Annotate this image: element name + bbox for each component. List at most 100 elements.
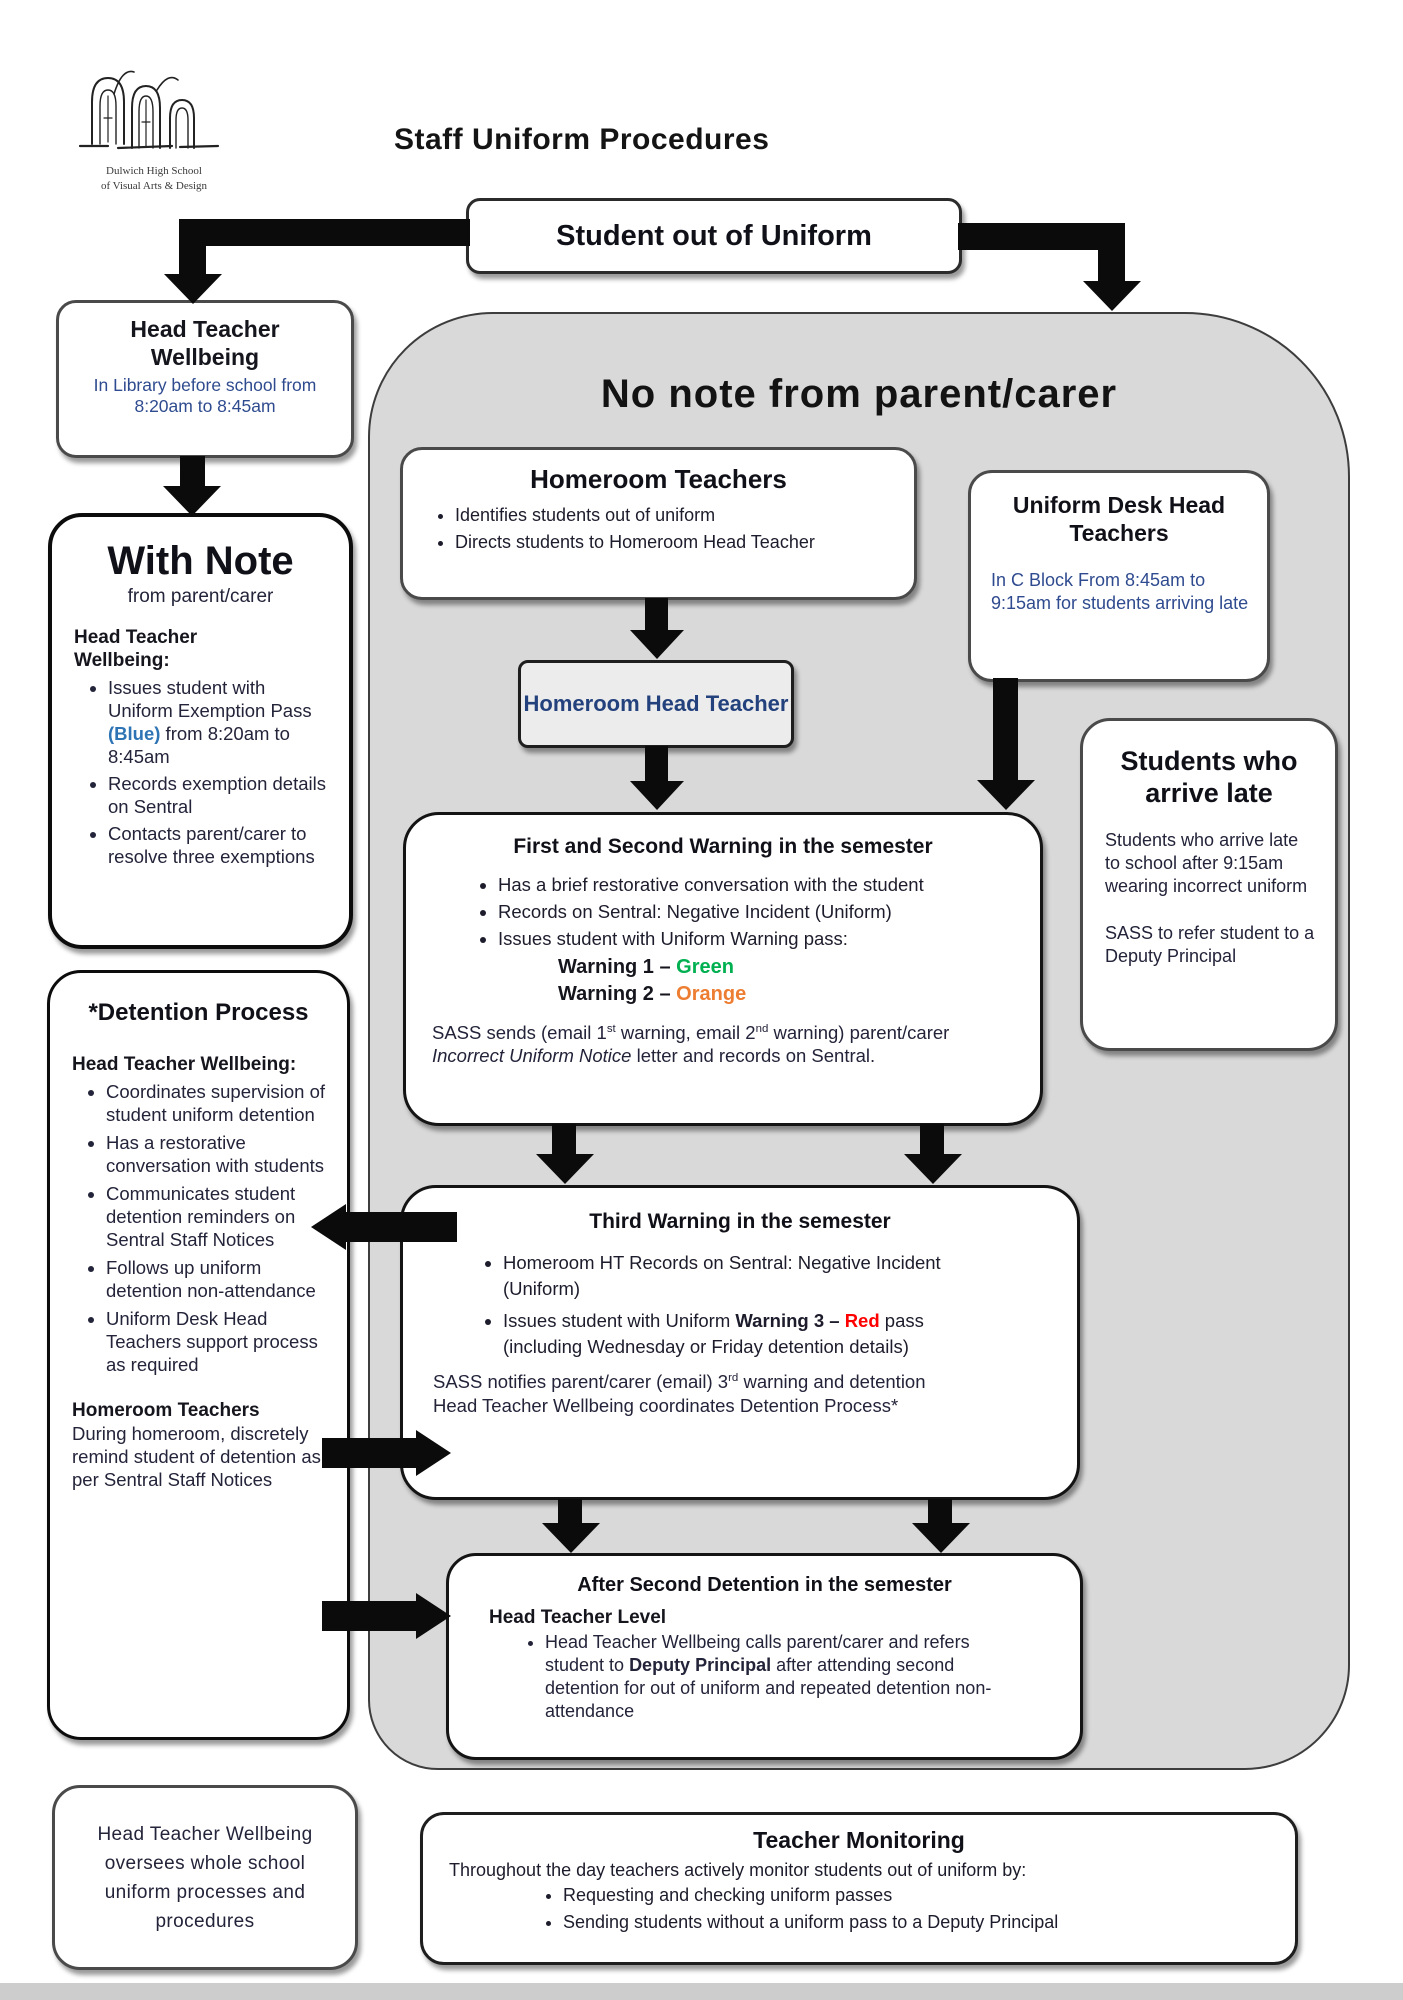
blue-pass-word: (Blue)	[108, 723, 161, 744]
arrow-uniform-desk-down	[993, 678, 1018, 782]
school-logo: Dulwich High School of Visual Arts & Des…	[74, 66, 234, 193]
arrowhead-third-to-detention	[311, 1204, 346, 1250]
after-second-detention-bullet: Head Teacher Wellbeing calls parent/care…	[545, 1631, 1025, 1723]
arrow-student-to-htw-vertical	[179, 219, 206, 276]
head-teacher-wellbeing-detail: In Library before school from 8:20am to …	[93, 375, 317, 416]
first-second-warning-title: First and Second Warning in the semester	[513, 835, 933, 858]
teacher-monitoring-title: Teacher Monitoring	[753, 1827, 965, 1853]
school-logo-caption-line1: Dulwich High School	[106, 165, 202, 177]
arrowhead-hrt-to-hht	[630, 630, 684, 659]
third-warning-footer-line1: SASS notifies parent/carer (email) 3rd w…	[433, 1371, 926, 1393]
detention-homeroom-teachers-detail: During homeroom, discretely remind stude…	[72, 1423, 321, 1490]
uniform-desk-title: Uniform Desk Head Teachers	[1012, 492, 1226, 546]
with-note-bullet-list: Issues student with Uniform Exemption Pa…	[108, 676, 333, 868]
third-warning-footer: SASS notifies parent/carer (email) 3rd w…	[433, 1366, 1047, 1418]
arrow-fs-to-third-left	[552, 1124, 576, 1156]
teacher-monitoring-intro: Throughout the day teachers actively mon…	[449, 1860, 1027, 1880]
third-warning-footer-line2: Head Teacher Wellbeing coordinates Deten…	[433, 1395, 899, 1417]
arrow-third-to-after-left	[558, 1499, 582, 1525]
arrowhead-fs-to-third-left	[536, 1154, 594, 1184]
arrow-student-to-no-note-vertical	[1098, 223, 1125, 283]
head-teacher-wellbeing-title: Head Teacher Wellbeing	[130, 316, 280, 370]
teacher-monitoring-bullet-2: Sending students without a uniform pass …	[563, 1910, 1295, 1934]
school-logo-caption-line2: of Visual Arts & Design	[100, 180, 208, 192]
with-note-bullet-2: Records exemption details on Sentral	[108, 772, 333, 818]
page-title: Staff Uniform Procedures	[394, 123, 770, 156]
arrow-fs-to-third-right	[920, 1124, 944, 1156]
arrowhead-third-to-after-left	[542, 1523, 600, 1553]
arrow-detention-to-third	[322, 1438, 416, 1468]
uniform-desk-detail: In C Block From 8:45am to 9:15am for stu…	[991, 570, 1249, 613]
third-warning-bullet-list: Homeroom HT Records on Sentral: Negative…	[503, 1250, 963, 1360]
students-arrive-late-node: Students who arrive late Students who ar…	[1080, 718, 1338, 1051]
oversight-node: Head Teacher Wellbeing oversees whole sc…	[52, 1785, 358, 1970]
arrowhead-detention-to-after	[416, 1593, 451, 1639]
detention-homeroom-teachers-heading: Homeroom Teachers	[72, 1400, 260, 1421]
third-warning-node: Third Warning in the semester Homeroom H…	[400, 1185, 1080, 1500]
arrowhead-hht-to-fs-warning	[630, 781, 684, 810]
incorrect-uniform-notice-phrase: Incorrect Uniform Notice	[432, 1045, 632, 1067]
with-note-subtitle: from parent/carer	[127, 586, 274, 607]
detention-bullet-3: Communicates student detention reminders…	[106, 1182, 332, 1251]
student-out-of-uniform-node: Student out of Uniform	[466, 198, 962, 274]
arrow-detention-to-after	[322, 1601, 416, 1631]
head-teacher-level-heading: Head Teacher Level	[489, 1607, 667, 1628]
fs-warning-bullet-2: Records on Sentral: Negative Incident (U…	[498, 900, 928, 924]
homeroom-head-teacher-label: Homeroom Head Teacher	[523, 691, 789, 716]
with-note-title: With Note	[107, 539, 294, 583]
after-second-detention-bullet-list: Head Teacher Wellbeing calls parent/care…	[545, 1631, 1025, 1723]
homeroom-teachers-bullet-list: Identifies students out of uniform Direc…	[455, 503, 914, 554]
arrow-hht-to-fs-warning	[645, 746, 668, 783]
first-second-warning-bullet-list: Has a brief restorative conversation wit…	[498, 873, 928, 951]
arrowhead-student-to-no-note	[1083, 281, 1141, 311]
warning-2-color-word: Orange	[676, 983, 747, 1005]
homeroom-teachers-bullet-1: Identifies students out of uniform	[455, 503, 914, 527]
school-logo-sketch-icon	[78, 70, 220, 150]
head-teacher-wellbeing-node: Head Teacher Wellbeing In Library before…	[56, 300, 354, 458]
third-warning-title: Third Warning in the semester	[589, 1210, 891, 1233]
arrow-student-to-no-note-horizontal	[958, 223, 1114, 250]
teacher-monitoring-bullet-1: Requesting and checking uniform passes	[563, 1883, 1295, 1907]
arrowhead-detention-to-third	[416, 1430, 451, 1476]
third-warning-bullet-2: Issues student with Uniform Warning 3 – …	[503, 1308, 963, 1360]
detention-bullet-5: Uniform Desk Head Teachers support proce…	[106, 1307, 332, 1376]
students-arrive-late-para1: Students who arrive late to school after…	[1105, 830, 1308, 896]
arrowhead-uniform-desk-down	[977, 780, 1035, 810]
arrowhead-htw-to-with-note	[163, 486, 221, 516]
homeroom-teachers-bullet-2: Directs students to Homeroom Head Teache…	[455, 530, 914, 554]
fs-warning-bullet-1: Has a brief restorative conversation wit…	[498, 873, 928, 897]
with-note-bullet-1: Issues student with Uniform Exemption Pa…	[108, 676, 333, 768]
third-warning-bullet-1: Homeroom HT Records on Sentral: Negative…	[503, 1250, 963, 1302]
first-second-warning-node: First and Second Warning in the semester…	[403, 812, 1043, 1126]
arrowhead-fs-to-third-right	[904, 1154, 962, 1184]
fs-warning-footer: SASS sends (email 1st warning, email 2nd…	[432, 1022, 950, 1067]
detention-bullet-1: Coordinates supervision of student unifo…	[106, 1080, 332, 1126]
warning-3-color-word: Red	[844, 1310, 880, 1331]
page-edge-strip	[0, 1983, 1403, 2000]
warning-1-line: Warning 1 – Green	[558, 956, 734, 978]
after-second-detention-node: After Second Detention in the semester H…	[446, 1553, 1083, 1760]
student-out-of-uniform-label: Student out of Uniform	[556, 219, 872, 252]
arrowhead-student-to-htw	[164, 274, 222, 304]
detention-process-node: *Detention Process Head Teacher Wellbein…	[47, 970, 350, 1740]
arrow-third-to-after-right	[928, 1499, 952, 1525]
homeroom-head-teacher-node: Homeroom Head Teacher	[518, 660, 794, 748]
students-arrive-late-para2: SASS to refer student to a Deputy Princi…	[1105, 923, 1315, 966]
with-note-role-heading: Head Teacher Wellbeing:	[74, 627, 198, 671]
detention-bullet-2: Has a restorative conversation with stud…	[106, 1131, 332, 1177]
teacher-monitoring-node: Teacher Monitoring Throughout the day te…	[420, 1812, 1298, 1965]
homeroom-teachers-node: Homeroom Teachers Identifies students ou…	[400, 447, 917, 600]
detention-bullet-4: Follows up uniform detention non-attenda…	[106, 1256, 332, 1302]
homeroom-teachers-title: Homeroom Teachers	[530, 464, 787, 494]
arrow-student-to-htw-horizontal	[186, 219, 470, 246]
oversight-text: Head Teacher Wellbeing oversees whole sc…	[97, 1823, 313, 1932]
warning-1-color-word: Green	[676, 956, 734, 978]
fs-warning-bullet-3: Issues student with Uniform Warning pass…	[498, 927, 928, 951]
warning-2-line: Warning 2 – Orange	[558, 983, 747, 1005]
detention-role-heading: Head Teacher Wellbeing:	[72, 1054, 297, 1075]
with-note-bullet-3: Contacts parent/carer to resolve three e…	[108, 822, 333, 868]
after-second-detention-title: After Second Detention in the semester	[577, 1574, 952, 1596]
arrowhead-third-to-after-right	[912, 1523, 970, 1553]
teacher-monitoring-bullet-list: Requesting and checking uniform passes S…	[563, 1883, 1295, 1934]
